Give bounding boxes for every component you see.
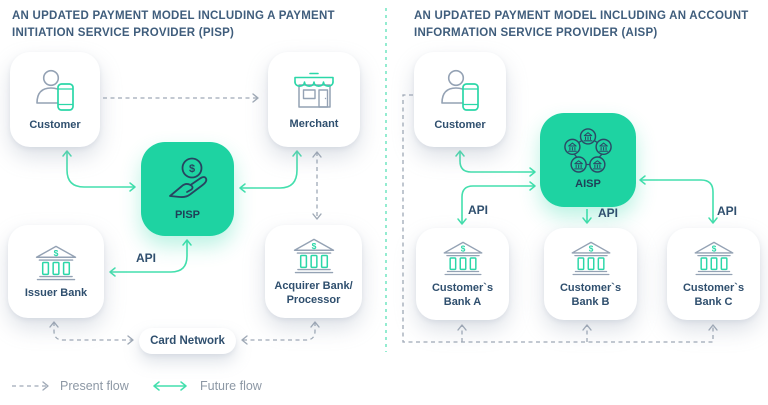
pisp-node: $ PISP — [141, 142, 234, 236]
bank-building-icon — [441, 239, 485, 276]
issuer-bank-label: Issuer Bank — [24, 286, 88, 299]
storefront-icon — [294, 72, 334, 108]
customer-card: Customer — [10, 52, 100, 147]
merchant-card: Merchant — [268, 52, 360, 147]
acquirer-bank-label-line2: Processor — [286, 294, 341, 306]
customer-bank-c-line1: Customer`s — [682, 281, 745, 294]
customer-bank-c-label: Customer`s Bank C — [683, 281, 744, 310]
customer-label: Customer — [29, 118, 81, 131]
api-label-bank-b: API — [598, 206, 619, 220]
acquirer-bank-label-line1: Acquirer Bank/ — [274, 279, 353, 292]
customer-bank-b-card: Customer`s Bank B — [544, 228, 637, 320]
hand-holding-coin-icon: $ — [168, 157, 207, 199]
issuer-bank-card: Issuer Bank — [8, 225, 104, 318]
customer-bank-a-line1: Customer`s — [431, 281, 494, 294]
pisp-label: PISP — [174, 209, 201, 222]
aisp-panel-title: AN UPDATED PAYMENT MODEL INCLUDING AN AC… — [414, 10, 749, 39]
customer-bank-b-label: Customer`s Bank B — [560, 281, 621, 310]
customer-label: Customer — [434, 118, 486, 131]
person-with-phone-icon — [36, 69, 74, 111]
customer-bank-b-line2: Bank B — [571, 296, 610, 308]
aisp-node: AISP — [540, 113, 636, 207]
api-label-bank-c: API — [717, 204, 738, 218]
customer-bank-c-line2: Bank C — [694, 296, 733, 308]
acquirer-bank-label: Acquirer Bank/ Processor — [274, 279, 352, 308]
pisp-panel-title: AN UPDATED PAYMENT MODEL INCLUDING A PAY… — [12, 10, 335, 39]
api-label-bank-a: API — [468, 203, 489, 217]
acquirer-bank-card: Acquirer Bank/ Processor — [265, 225, 362, 318]
customer-bank-a-label: Customer`s Bank A — [432, 281, 493, 310]
customer-bank-b-line1: Customer`s — [559, 281, 622, 294]
bank-building-icon — [692, 239, 736, 276]
api-label-pisp: API — [136, 251, 157, 265]
customer-bank-a-card: Customer`s Bank A — [416, 228, 509, 320]
customer-bank-a-line2: Bank A — [443, 296, 482, 308]
legend-present-flow-label: Present flow — [60, 379, 129, 393]
bank-building-icon — [569, 239, 613, 276]
card-network-pill: Card Network — [139, 328, 236, 354]
legend: Present flow Future flow — [0, 370, 768, 400]
merchant-label: Merchant — [289, 117, 339, 130]
person-with-phone-icon — [441, 69, 479, 111]
aisp-label: AISP — [575, 178, 601, 191]
legend-future-flow-label: Future flow — [200, 379, 262, 393]
coin-dollar-glyph: $ — [188, 163, 194, 175]
customer-card: Customer — [414, 52, 506, 147]
bank-network-icon — [564, 128, 612, 174]
customer-bank-c-card: Customer`s Bank C — [667, 228, 760, 320]
